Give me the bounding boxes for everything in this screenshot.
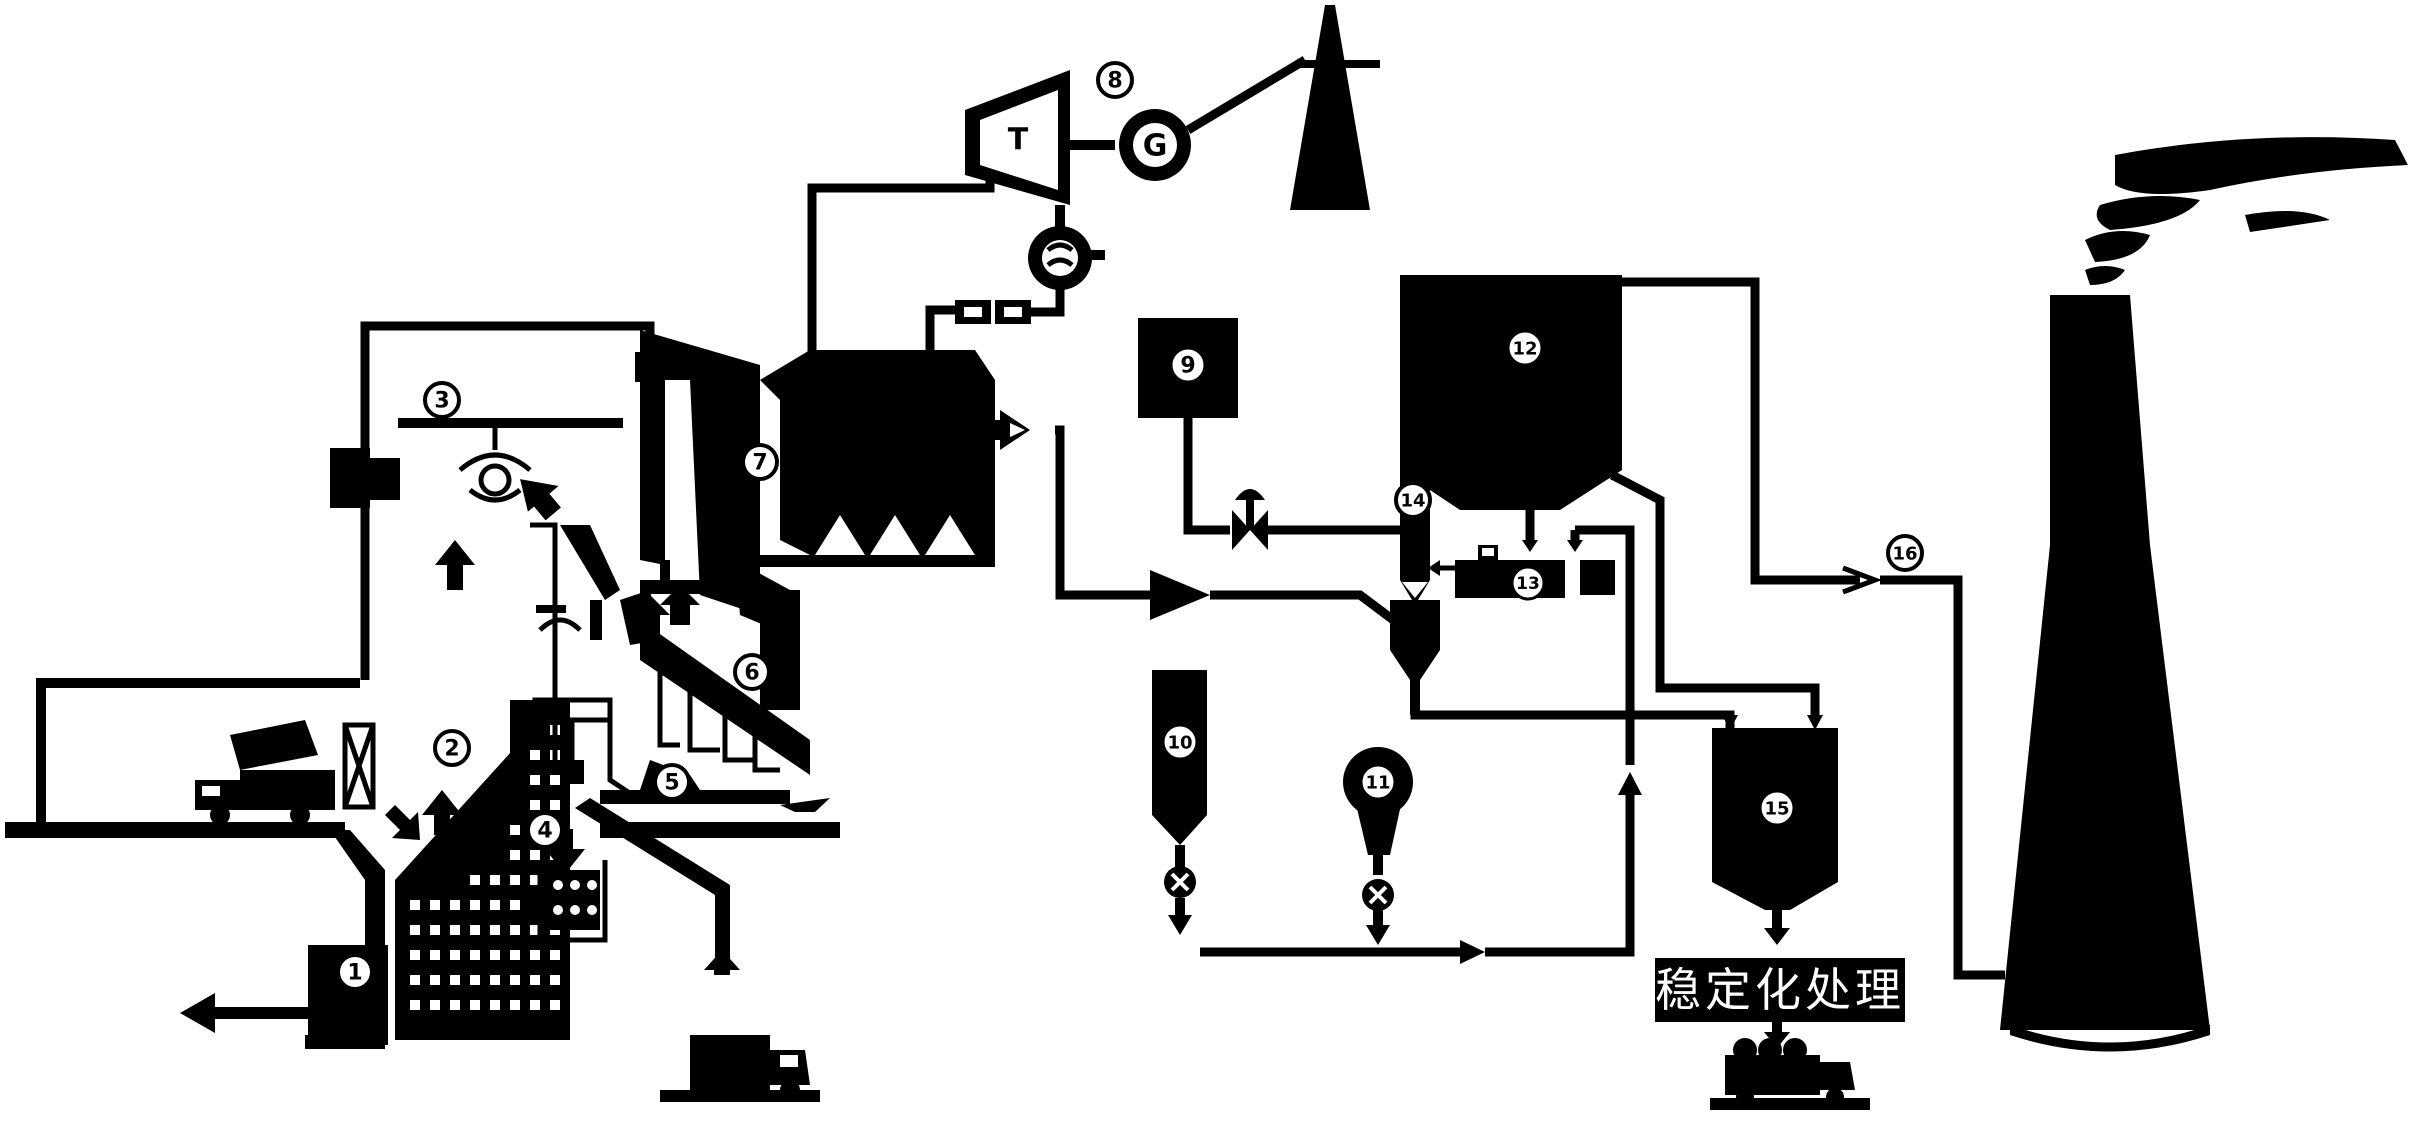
label-7: 7	[741, 443, 779, 481]
recirculation-unit-13	[1428, 510, 1635, 765]
reagent-silo-10	[1152, 670, 1207, 935]
feed-hopper	[530, 522, 620, 770]
label-11: 11	[1359, 763, 1397, 801]
bunker-waste-grid	[410, 725, 560, 1010]
label-12: 12	[1506, 329, 1544, 367]
svg-text:10: 10	[1167, 733, 1192, 754]
svg-text:16: 16	[1892, 544, 1917, 565]
label-14: 14	[1394, 481, 1432, 519]
reagent-transport-line	[1200, 772, 1642, 964]
label-6: 6	[733, 653, 771, 691]
smoke-plume-icon	[2085, 137, 2408, 285]
label-8: 8	[1096, 61, 1134, 99]
treated-ash-truck-icon	[1710, 1038, 1870, 1110]
condenser-icon	[1028, 205, 1105, 290]
waste-delivery-truck-icon	[195, 720, 335, 825]
ground-lines	[5, 678, 840, 838]
svg-text:2: 2	[444, 737, 459, 762]
svg-text:8: 8	[1107, 69, 1122, 94]
generator-glyph: G	[1143, 129, 1168, 164]
label-1: 1	[336, 953, 374, 991]
label-10: 10	[1161, 723, 1199, 761]
chimney-stack-icon	[2000, 295, 2210, 1052]
label-15: 15	[1758, 789, 1796, 827]
flue-gas-treatment-unit	[760, 350, 1030, 567]
label-16: 16	[1886, 534, 1924, 572]
turbine-glyph: T	[1008, 123, 1029, 158]
power-transmission-tower-icon	[1185, 5, 1380, 210]
svg-text:14: 14	[1400, 491, 1425, 512]
steam-turbine-icon: T	[965, 70, 1115, 205]
ash-truck-icon	[660, 1035, 820, 1102]
generator-icon: G	[1119, 109, 1191, 181]
svg-text:15: 15	[1764, 799, 1789, 820]
bag-filter-silo-12	[1400, 275, 1860, 585]
label-13: 13	[1510, 565, 1546, 601]
svg-text:9: 9	[1180, 354, 1195, 379]
svg-text:4: 4	[537, 819, 552, 844]
ash-pit-4	[532, 697, 613, 943]
label-4: 4	[526, 811, 564, 849]
svg-text:7: 7	[752, 451, 767, 476]
induced-draft-fan-16	[1842, 565, 2005, 980]
label-9: 9	[1169, 346, 1207, 384]
bunker-flow-arrows	[385, 540, 475, 840]
valve-icon	[1232, 489, 1268, 550]
svg-text:11: 11	[1365, 773, 1390, 794]
dump-gate-icon	[342, 722, 376, 810]
fly-ash-silo-15	[1712, 728, 1838, 945]
svg-text:1: 1	[347, 961, 362, 986]
ash-lines-to-15	[1609, 471, 1823, 730]
svg-text:3: 3	[434, 389, 449, 414]
bottom-ash-conveyor	[575, 798, 740, 975]
svg-text:6: 6	[744, 661, 759, 686]
label-3: 3	[423, 381, 461, 419]
label-5: 5	[653, 763, 691, 801]
waste-heat-boiler	[640, 330, 800, 710]
svg-text:5: 5	[664, 771, 679, 796]
svg-text:13: 13	[1516, 574, 1540, 594]
svg-text:12: 12	[1512, 339, 1537, 360]
stabilization-label: 稳定化处理	[1655, 958, 1905, 1048]
stabilization-caption: 稳定化处理	[1655, 963, 1905, 1017]
label-2: 2	[433, 729, 471, 767]
drain-out-arrow	[180, 993, 310, 1033]
